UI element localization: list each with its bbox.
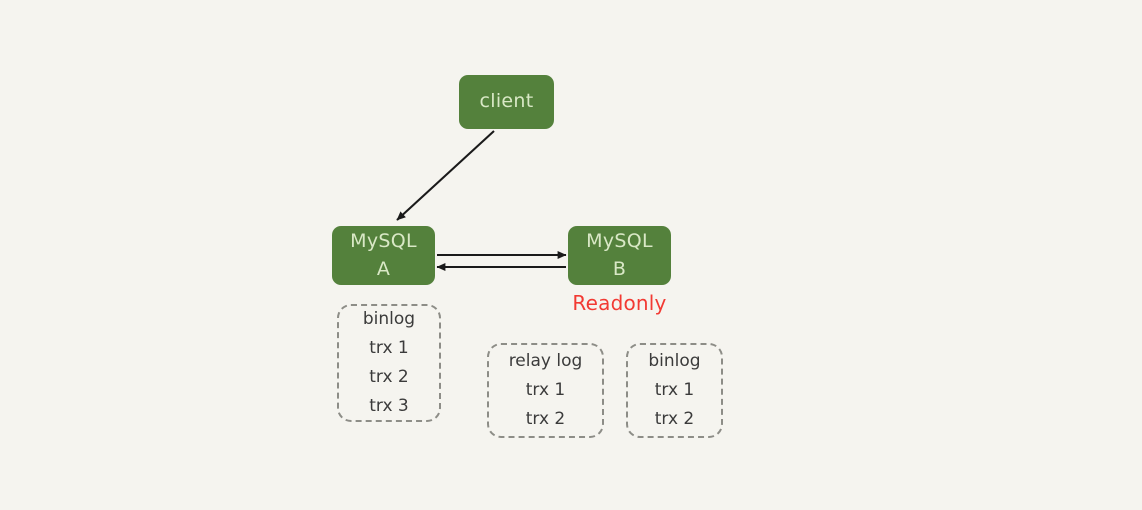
log-title: relay log bbox=[508, 350, 583, 371]
edge-client-to-mysql-a bbox=[396, 130, 495, 221]
log-box-binlog-a: binlog trx 1 trx 2 trx 3 bbox=[337, 304, 441, 422]
log-box-binlog-b: binlog trx 1 trx 2 bbox=[626, 343, 723, 438]
node-client-label: client bbox=[479, 90, 534, 113]
log-title: binlog bbox=[362, 308, 416, 329]
log-entry: trx 2 bbox=[525, 409, 566, 430]
log-entry: trx 2 bbox=[369, 367, 409, 387]
node-mysql-b-label: MySQL bbox=[586, 229, 653, 252]
node-mysql-a-label: MySQL bbox=[350, 229, 417, 252]
log-entry: trx 1 bbox=[654, 379, 695, 400]
log-entry: trx 3 bbox=[369, 396, 409, 417]
node-mysql-a-instance: A bbox=[376, 257, 391, 280]
log-box-relay-log-b: relay log trx 1 trx 2 bbox=[487, 343, 604, 438]
node-mysql-b-instance: B bbox=[612, 257, 627, 280]
log-entry: trx 1 bbox=[369, 337, 409, 358]
log-entry: trx 1 bbox=[525, 379, 566, 400]
node-mysql-a[interactable]: MySQL A bbox=[332, 226, 435, 285]
log-title: binlog bbox=[648, 350, 701, 371]
node-mysql-b[interactable]: MySQL B bbox=[568, 226, 671, 285]
log-entry: trx 2 bbox=[654, 409, 695, 430]
readonly-badge: Readonly bbox=[572, 291, 667, 315]
node-client[interactable]: client bbox=[459, 75, 554, 129]
